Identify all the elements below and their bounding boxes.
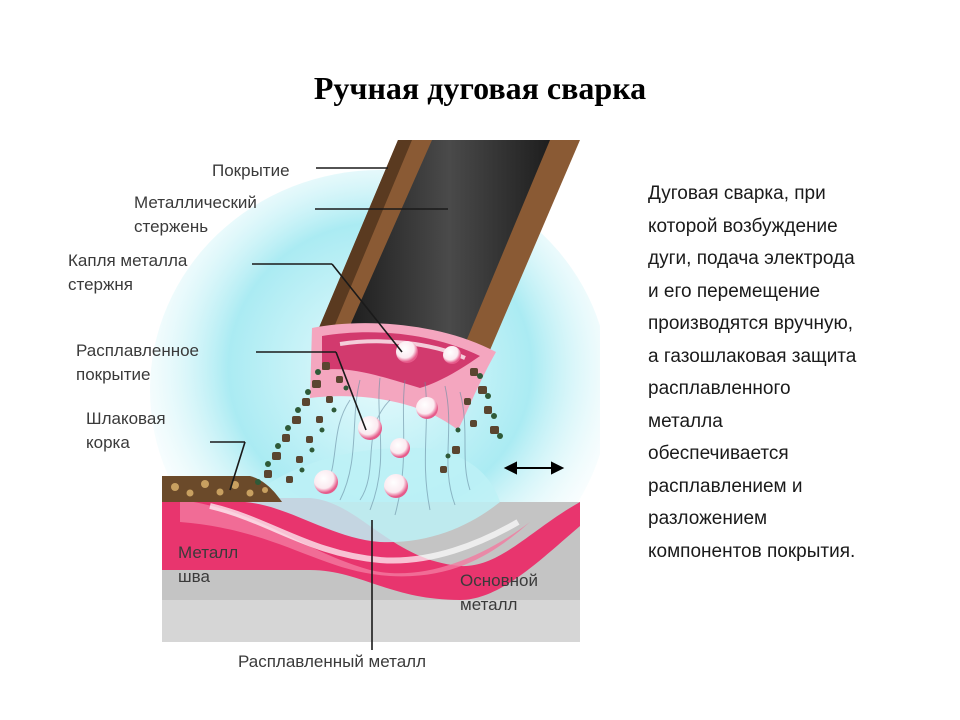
welding-diagram: Покрытие Металлический стержень Капля ме… <box>60 130 600 690</box>
slag-crust-dots <box>171 480 268 497</box>
leader-lines <box>210 167 448 650</box>
description-text: Дуговая сварка, при которой возбуждение … <box>648 183 857 562</box>
label-slag-line1: Шлаковая <box>86 409 166 428</box>
direction-arrow <box>503 461 565 475</box>
metal-rod <box>348 140 550 344</box>
label-molten-metal: Расплавленный металл <box>238 652 426 671</box>
label-metal-rod-line1: Металлический <box>134 193 257 212</box>
label-weld-line1: Металл <box>178 543 238 562</box>
label-slag-line2: корка <box>86 433 130 452</box>
slide-title: Ручная дуговая сварка <box>313 70 647 106</box>
label-weld-line2: шва <box>178 567 210 586</box>
label-molten-coating-line1: Расплавленное <box>76 341 199 360</box>
label-droplet-line1: Капля металла <box>68 251 188 270</box>
molten-metal-pool <box>245 447 500 543</box>
welding-diagram-svg: Покрытие Металлический стержень Капля ме… <box>68 140 600 671</box>
label-droplet-line2: стержня <box>68 275 133 294</box>
weld-pool-highlight <box>209 503 520 564</box>
metal-droplets <box>314 341 461 498</box>
slag-particles-green <box>255 369 503 485</box>
label-molten-coating-line2: покрытие <box>76 365 151 384</box>
label-coating: Покрытие <box>212 161 290 180</box>
coating-edge-dark <box>318 140 412 332</box>
label-base-line1: Основной <box>460 571 538 590</box>
slag-particles <box>264 362 499 483</box>
label-base-line2: металл <box>460 595 517 614</box>
base-metal-light <box>162 600 580 642</box>
label-metal-rod-line2: стержень <box>134 217 208 236</box>
